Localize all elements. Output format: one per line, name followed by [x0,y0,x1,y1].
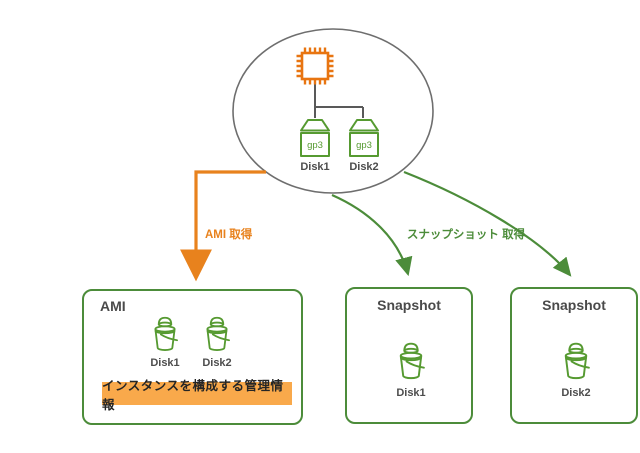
ami-box: AMI Disk1 Disk2 インスタンスを構成する管理 [82,289,303,425]
instance-disk1-label: Disk1 [300,161,330,173]
snapshot-arrow-label: スナップショット 取得 [406,229,526,241]
snapshot-arrow-1 [331,193,413,277]
ami-arrow-label: AMI 取得 [205,229,253,241]
instance-ellipse [232,28,434,194]
snapshot-bucket-icon-ami-disk1 [154,316,178,351]
snapshot-bucket-icon-ami-disk2 [206,316,230,351]
ami-disk2-label: Disk2 [202,357,232,369]
snapshot-box-2: Snapshot Disk2 [510,287,638,424]
snapshot-1-disk-label: Disk1 [396,387,426,399]
ami-management-info-banner: インスタンスを構成する管理情報 [102,379,292,412]
snapshot-arrow-2 [403,170,572,277]
ami-box-title: AMI [100,298,126,314]
ami-disk1-label: Disk1 [150,357,180,369]
instance-disk2-label: Disk2 [349,161,379,173]
snapshot-bucket-icon-disk1 [399,342,425,380]
ami-arrow [180,170,266,282]
snapshot-bucket-icon-disk2 [564,342,590,380]
ebs-volume-icon-disk1: gp3 [300,119,330,157]
ebs-volume-icon-disk2: gp3 [349,119,379,157]
volume-type-label: gp3 [307,140,323,151]
cpu-chip-icon [296,47,334,85]
chip-to-disks-connector [314,84,364,118]
snapshot-box-1-title: Snapshot [377,297,441,313]
volume-type-label: gp3 [356,140,372,151]
snapshot-2-disk-label: Disk2 [561,387,591,399]
snapshot-box-2-title: Snapshot [542,297,606,313]
snapshot-box-1: Snapshot Disk1 [345,287,473,424]
